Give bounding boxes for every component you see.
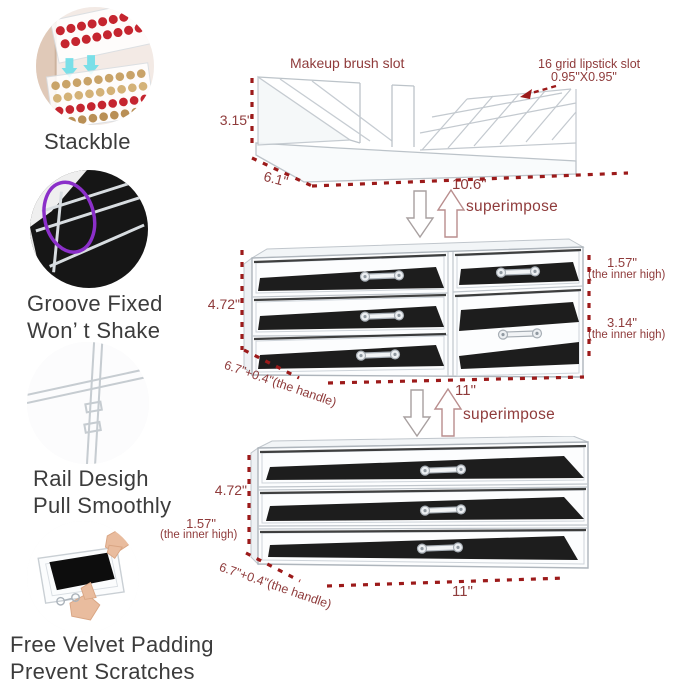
feature-photo-velvet: [27, 521, 139, 633]
drawer-handle-icon: [416, 464, 467, 554]
velvet-pad: [49, 552, 115, 591]
lipstick-slot-label-line1: 16 grid lipstick slot: [538, 57, 641, 71]
bottom-depth-dash-line: [245, 551, 301, 583]
top-organizer-graphic: [255, 75, 577, 183]
superimpose-label-2: superimpose: [463, 406, 556, 423]
middle-unit-inner-top-note: (the inner high): [588, 269, 666, 281]
bottom-width-dash-line: [326, 576, 567, 588]
middle-organizer-graphic: [243, 238, 585, 378]
feature-photo-rail: [27, 342, 149, 464]
feature-photo-stackable: [36, 7, 154, 125]
drawer-handle-icon: [355, 266, 543, 361]
middle-unit-inner-bottom-note: (the inner high): [588, 329, 666, 341]
arrow-down-icon: [402, 389, 432, 438]
arrow-down-icon: [405, 190, 435, 239]
feature-photo-groove: [30, 170, 148, 288]
arrow-up-icon: [436, 188, 466, 238]
middle-depth-dash-line: [243, 348, 300, 380]
bottom-unit-inner-label: 1.57": [186, 516, 216, 531]
velvet-interior: [266, 456, 584, 560]
feature-caption-rail: Rail Desigh Pull Smoothly: [33, 466, 172, 518]
bottom-unit-inner-note: (the inner high): [160, 529, 238, 541]
lipstick-slot-label-line2: 0.95"X0.95": [551, 70, 617, 84]
arrow-up-icon: [433, 387, 463, 437]
feature-caption-velvet: Free Velvet Padding Prevent Scratches: [10, 632, 214, 679]
top-unit-height-label: 3.15": [219, 112, 252, 128]
feature-caption-stackable: Stackble: [44, 129, 131, 154]
lipstick-grid: [419, 88, 577, 161]
lipstick-pointer-dash: [527, 84, 557, 96]
slide-rail-photo: [27, 342, 149, 464]
superimpose-label-1: superimpose: [466, 198, 559, 215]
superimpose-arrows-1: [405, 188, 466, 239]
bottom-organizer-graphic: [250, 436, 589, 569]
middle-unit-inner-top-label: 1.57": [607, 255, 637, 270]
feature-caption-groove: Groove Fixed Won’ t Shake: [27, 291, 163, 343]
bottom-unit-width-label: 11": [452, 583, 473, 600]
lipstick-tray-top: [49, 7, 153, 64]
stacked-organizers-photo: [36, 7, 154, 125]
velvet-padding-photo: [27, 521, 139, 633]
top-width-dash-line: [311, 171, 629, 188]
drawer-handle-icon: [56, 593, 80, 606]
middle-unit-width-label: 11": [455, 382, 476, 399]
lipstick-pointer-arrowhead: [520, 89, 532, 99]
superimpose-arrows-2: [402, 387, 463, 438]
top-depth-dash-line: [251, 156, 313, 188]
bottom-unit-height-label: 4.72": [214, 482, 247, 498]
middle-unit-inner-bottom-label: 3.14": [607, 315, 637, 330]
brush-slot-label: Makeup brush slot: [290, 55, 405, 71]
groove-highlight-ellipse: [42, 180, 97, 254]
middle-width-dash-line: [327, 375, 585, 385]
middle-unit-height-label: 4.72": [207, 296, 240, 312]
